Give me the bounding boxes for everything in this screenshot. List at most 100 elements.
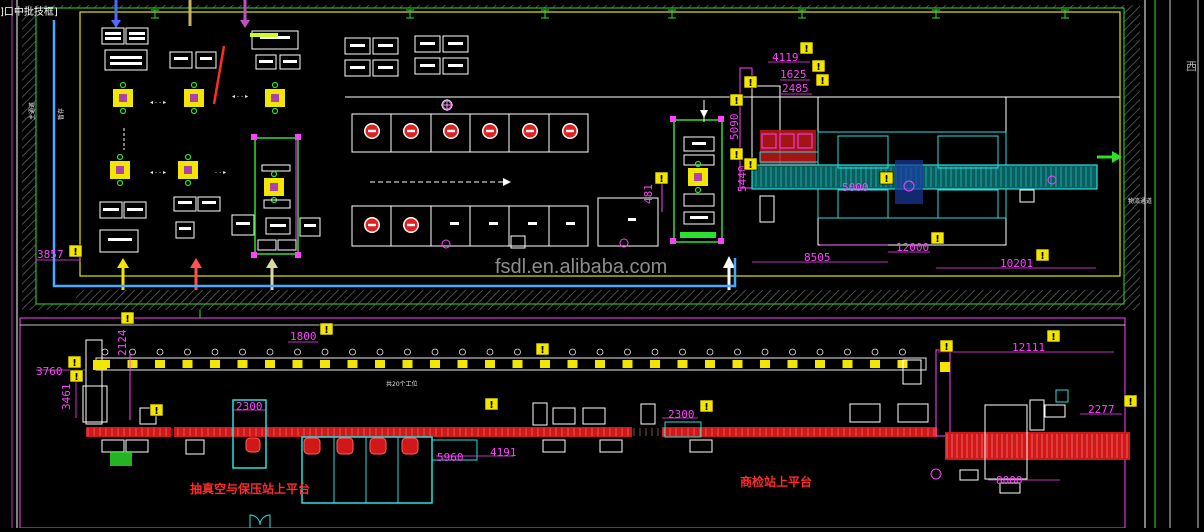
- rail-station: [650, 360, 660, 368]
- rail-station: [815, 360, 825, 368]
- rail-station: [732, 360, 743, 368]
- rail-station-marker: [294, 348, 301, 356]
- dim-1625: 1625: [780, 68, 807, 81]
- left-vertical-label-a: 主通道: [28, 102, 36, 120]
- upper-hall: [22, 5, 1140, 310]
- rail-station-marker: [899, 348, 906, 356]
- rail-station: [595, 360, 605, 368]
- rail-station-marker: [376, 348, 384, 356]
- dim-8505: 8505: [804, 251, 831, 264]
- rail-station: [292, 360, 303, 368]
- rail-station-marker: [404, 348, 411, 356]
- right-area-label: 物流通道: [1128, 197, 1152, 205]
- dim-5090: 5090: [728, 114, 741, 141]
- svg-text:- - ▸: - - ▸: [215, 169, 226, 176]
- rail-station: [237, 360, 248, 368]
- dim-1800: 1800: [290, 330, 317, 343]
- top-inlet-arrows: [111, 0, 250, 28]
- rail-station-marker: [624, 348, 631, 356]
- svg-text:◂ - - ▸: ◂ - - ▸: [150, 99, 166, 106]
- rail-station-marker: [266, 348, 274, 356]
- dim-5960: 5960: [437, 451, 464, 464]
- rail-station-marker: [431, 348, 439, 356]
- left-station-area: ◂ - - ▸ ◂ - - ▸ ◂ - - ▸ - - ▸: [99, 27, 321, 258]
- rail-station: [760, 360, 770, 368]
- rail-station-marker: [844, 348, 851, 356]
- center-upper-area: [344, 35, 1120, 249]
- svg-text:◂ - - ▸: ◂ - - ▸: [150, 169, 166, 176]
- dim-5000: 5000: [842, 181, 869, 194]
- rail-station: [677, 360, 688, 368]
- rail-station-marker: [184, 348, 191, 356]
- building-outline: [11, 0, 1199, 528]
- rail-station: [485, 360, 495, 368]
- rail-station-marker: [651, 348, 659, 356]
- dim-3760: 3760: [36, 365, 63, 378]
- rail-station-marker: [706, 348, 714, 356]
- rail-station: [347, 360, 358, 368]
- rail-station-marker: [514, 348, 521, 356]
- vacuum-station-label: 抽真空与保压站上平台: [190, 481, 310, 496]
- rail-station: [540, 360, 550, 368]
- rail-station-marker: [156, 348, 164, 356]
- rail-station: [127, 360, 138, 368]
- dim-3461: 3461: [60, 384, 73, 411]
- rail-station-marker: [816, 348, 824, 356]
- rail-station: [375, 360, 385, 368]
- rail-station: [320, 360, 330, 368]
- rail-station: [842, 360, 853, 368]
- dim-5440: 5440: [736, 166, 749, 193]
- dim-4119: 4119: [772, 51, 799, 64]
- rail-station: [155, 360, 165, 368]
- rail-station-marker: [734, 348, 741, 356]
- rail-station-marker: [761, 348, 769, 356]
- middle-station-column: 481: [642, 100, 724, 244]
- svg-text:◂ - - ▸: ◂ - - ▸: [232, 93, 248, 100]
- blue-pipeline: [52, 20, 737, 288]
- lower-assembly-line: [36, 339, 1130, 528]
- frame-tag: ]口中批技框]: [0, 5, 58, 18]
- rail-station-marker: [596, 348, 604, 356]
- rail-station-marker: [789, 348, 796, 356]
- rail-station-marker: [211, 348, 219, 356]
- rail-station: [512, 360, 523, 368]
- rail-station-marker: [486, 348, 494, 356]
- dim-10201: 10201: [1000, 257, 1033, 270]
- rail-station: [430, 360, 440, 368]
- rail-station: [182, 360, 193, 368]
- rail-station-marker: [321, 348, 329, 356]
- dim-2485: 2485: [782, 82, 809, 95]
- rail-station-marker: [101, 348, 109, 356]
- rail-station-marker: [871, 348, 879, 356]
- rail-station: [210, 360, 220, 368]
- rail-station: [705, 360, 715, 368]
- dim-4191: 4191: [490, 446, 517, 459]
- column-markers: [151, 9, 1069, 318]
- dim-2300-right: 2300: [668, 408, 695, 421]
- right-vertical-label: 西: [1186, 60, 1197, 73]
- rail-station-marker: [679, 348, 686, 356]
- rail-station: [402, 360, 413, 368]
- dim-2300-left: 2300: [236, 400, 263, 413]
- dim-8000: 8000: [996, 474, 1023, 487]
- rail-station-marker: [569, 348, 576, 356]
- watermark: fsdl.en.alibaba.com: [495, 256, 667, 278]
- dim-2124: 2124: [116, 329, 129, 356]
- right-conveyor-zone: [35, 61, 1122, 269]
- rail-station: [457, 360, 468, 368]
- rail-station: [870, 360, 880, 368]
- rail-station: [622, 360, 633, 368]
- dim-12000: 12000: [896, 241, 929, 254]
- rail-station-marker: [349, 348, 356, 356]
- dim-3857: 3857: [37, 248, 64, 261]
- left-vertical-label-b: 暂存: [57, 108, 65, 120]
- rail-station-marker: [239, 348, 246, 356]
- rail-station: [567, 360, 578, 368]
- inspection-station-label: 商检站上平台: [740, 474, 812, 489]
- rail-station: [787, 360, 798, 368]
- dim-12111: 12111: [1012, 341, 1045, 354]
- dim-2277: 2277: [1088, 403, 1115, 416]
- dim-481: 481: [642, 184, 655, 204]
